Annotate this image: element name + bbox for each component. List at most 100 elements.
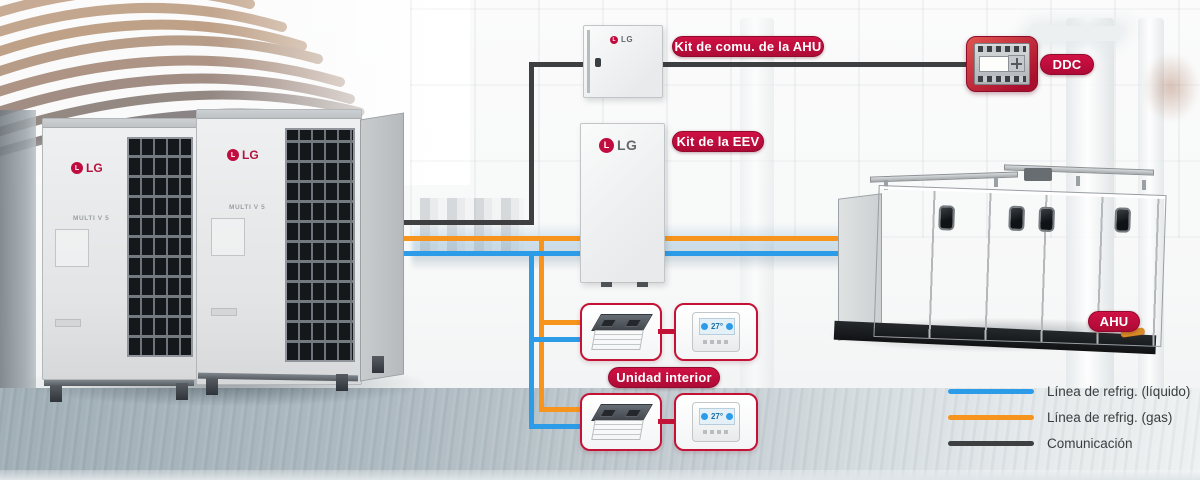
unit-sticker <box>211 308 237 316</box>
unit-remote-connector <box>658 329 676 334</box>
remote-controller-icon: 27° <box>692 402 740 442</box>
background-furniture-blur <box>1142 52 1200 122</box>
ahu-window <box>1038 206 1056 233</box>
cassette-top <box>591 314 653 331</box>
ddc-terminal-strip <box>978 46 1026 52</box>
remote-controller-box: 27° <box>674 393 758 451</box>
outdoor-unit-left: L LG MULTI V 5 <box>42 118 200 380</box>
comm-line-top-horizontal <box>529 62 970 67</box>
box-hinge <box>587 30 590 93</box>
legend-row-liquid: Línea de refrig. (líquido) <box>948 384 1198 399</box>
cassette-vent <box>624 409 643 417</box>
box-foot <box>637 282 648 287</box>
outdoor-unit-side-grille <box>366 148 398 361</box>
lg-logo-text: LG <box>621 35 634 44</box>
indoor-cassette-box <box>580 303 662 361</box>
outdoor-unit-right: L LG MULTI V 5 <box>196 109 362 385</box>
cassette-vent <box>599 319 618 327</box>
ceiling-light <box>1023 26 1125 41</box>
remote-buttons <box>703 340 731 344</box>
ahu-roof-hub <box>1024 168 1052 181</box>
ahu-unit <box>826 160 1171 365</box>
background-skyline <box>420 198 524 256</box>
comm-line-vertical <box>529 62 534 225</box>
cassette-vent <box>599 409 618 417</box>
remote-buttons <box>703 430 731 434</box>
lg-logo-text: LG <box>86 161 103 175</box>
rail-support <box>1076 176 1080 186</box>
liquid-line-branch-1 <box>529 337 584 342</box>
gas-line-swatch <box>948 415 1034 420</box>
lg-logo: L LG <box>599 137 637 153</box>
rail-support <box>884 180 888 190</box>
remote-screen: 27° <box>699 408 735 425</box>
lg-symbol-icon: L <box>227 149 239 161</box>
remote-temperature: 27° <box>710 412 724 421</box>
unit-leg <box>50 385 62 402</box>
liquid-line-branch-2 <box>529 424 584 429</box>
gas-line-branch-1 <box>539 320 584 325</box>
remote-fan-icon <box>726 323 734 330</box>
lg-symbol-icon: L <box>71 162 83 174</box>
indoor-cassette-box <box>580 393 662 451</box>
outdoor-unit-grille <box>285 128 355 362</box>
gas-line-branch-2 <box>539 407 584 412</box>
legend-label: Comunicación <box>1047 436 1133 451</box>
cassette-unit-icon <box>591 312 653 352</box>
legend: Línea de refrig. (líquido) Línea de refr… <box>948 384 1198 451</box>
unit-leg <box>372 356 384 373</box>
unit-leg <box>176 383 188 400</box>
indoor-unit-badge: Unidad interior <box>608 367 720 388</box>
legend-row-gas: Línea de refrig. (gas) <box>948 410 1198 425</box>
remote-mode-icon <box>700 413 708 420</box>
remote-controller-icon: 27° <box>692 312 740 352</box>
lg-logo-text: LG <box>242 148 259 162</box>
cassette-unit-icon <box>591 402 653 442</box>
lg-logo: L LG <box>227 148 259 162</box>
lg-symbol-icon: L <box>599 137 614 153</box>
ddc-badge: DDC <box>1040 54 1094 75</box>
outdoor-unit-grille <box>127 137 193 357</box>
access-panel <box>55 229 89 267</box>
unit-leg <box>206 378 218 395</box>
cassette-grille <box>591 330 644 350</box>
ahu-badge: AHU <box>1088 311 1140 332</box>
ddc-device <box>966 36 1038 92</box>
model-label: MULTI V 5 <box>73 215 110 222</box>
unit-base-rail <box>44 380 194 386</box>
legend-label: Línea de refrig. (líquido) <box>1047 384 1191 399</box>
lg-logo: L LG <box>610 35 633 44</box>
ddc-controller <box>974 43 1030 85</box>
comm-kit-badge: Kit de comu. de la AHU <box>672 36 824 57</box>
remote-fan-icon <box>726 413 734 420</box>
cassette-grille <box>591 420 644 440</box>
cassette-top <box>591 404 653 421</box>
access-panel <box>211 218 245 256</box>
unit-sticker <box>55 319 81 327</box>
outdoor-unit-top-cap <box>197 110 361 119</box>
remote-screen: 27° <box>699 318 735 335</box>
background-wall <box>0 110 36 395</box>
outdoor-unit-top-cap <box>43 119 199 128</box>
keyhole-icon <box>595 58 601 67</box>
comm-line-swatch <box>948 441 1034 446</box>
legend-label: Línea de refrig. (gas) <box>1047 410 1173 425</box>
legend-row-comm: Comunicación <box>948 436 1198 451</box>
outdoor-units: L LG MULTI V 5 L LG MULTI V 5 <box>26 104 426 406</box>
floor-edge <box>0 470 1200 480</box>
liquid-line-swatch <box>948 389 1034 394</box>
unit-remote-connector <box>658 419 676 424</box>
ahu-window <box>938 205 956 231</box>
ddc-terminal-strip <box>978 76 1026 82</box>
lg-logo: L LG <box>71 161 103 175</box>
cassette-vent <box>624 319 643 327</box>
rail-support <box>994 177 998 187</box>
ahu-window <box>1008 205 1026 232</box>
remote-controller-box: 27° <box>674 303 758 361</box>
comm-kit-box: L LG <box>583 25 663 98</box>
eev-kit-badge: Kit de la EEV <box>672 131 764 152</box>
lg-symbol-icon: L <box>610 35 618 44</box>
eev-kit-box: L LG <box>580 123 665 287</box>
model-label: MULTI V 5 <box>229 204 266 211</box>
